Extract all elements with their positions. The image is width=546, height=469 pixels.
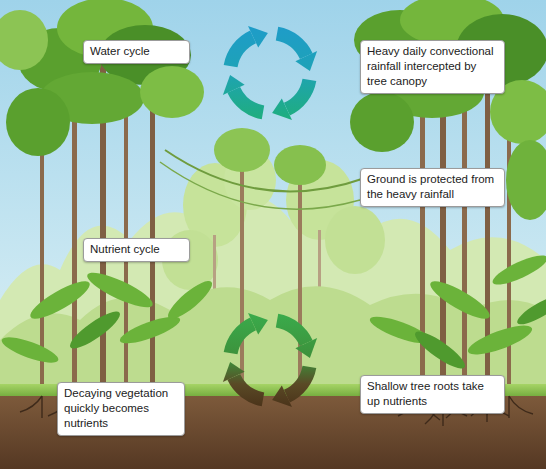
callout-box: Shallow tree roots take up nutrients xyxy=(360,375,505,414)
callout-text: Ground is protected from the heavy rainf… xyxy=(367,172,498,202)
callout-box: Heavy daily convectional rainfall interc… xyxy=(360,40,505,94)
callout-text: Shallow tree roots take up nutrients xyxy=(367,379,498,409)
callout-text: Decaying vegetation quickly becomes nutr… xyxy=(64,386,178,431)
callout-box: Nutrient cycle xyxy=(83,238,190,262)
callout-text: Water cycle xyxy=(90,44,183,59)
callout-box: Decaying vegetation quickly becomes nutr… xyxy=(57,382,185,436)
nutrient-cycle-arrows xyxy=(223,313,317,407)
callout-box: Water cycle xyxy=(83,40,190,64)
callout-box: Ground is protected from the heavy rainf… xyxy=(360,168,505,207)
water-cycle-arrows xyxy=(223,26,317,120)
callout-text: Heavy daily convectional rainfall interc… xyxy=(367,44,498,89)
callout-text: Nutrient cycle xyxy=(90,242,183,257)
